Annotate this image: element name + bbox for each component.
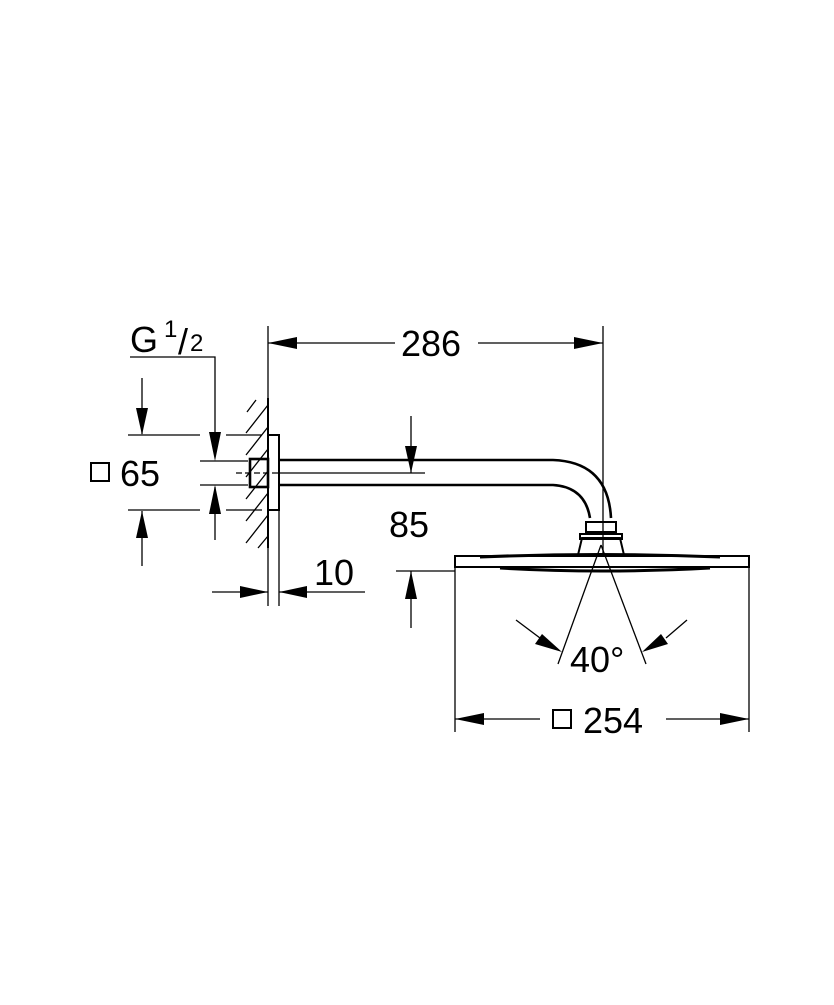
arrow-down-icon bbox=[405, 446, 417, 473]
thread-label-slash: / bbox=[178, 321, 188, 362]
flange-depth-value: 10 bbox=[314, 552, 354, 593]
drop-height-value: 85 bbox=[389, 504, 429, 545]
wall-flange bbox=[236, 434, 280, 511]
spray-angle-value: 40° bbox=[570, 639, 624, 680]
square-symbol-icon bbox=[90, 462, 110, 482]
flange-size-dimension: 65 bbox=[90, 378, 262, 566]
spray-angle-dimension: 40° bbox=[515, 544, 688, 680]
drop-height-dimension: 85 bbox=[389, 416, 455, 628]
arrow-down-icon bbox=[136, 408, 148, 435]
arm-length-dimension: 286 bbox=[268, 323, 604, 555]
thread-label-denominator: 2 bbox=[190, 330, 203, 357]
flange-depth-dimension: 10 bbox=[212, 510, 365, 606]
arm-length-value: 286 bbox=[401, 323, 461, 364]
arrow-left-icon bbox=[268, 337, 297, 349]
thread-label-letter: G bbox=[130, 319, 158, 360]
arrow-up-icon bbox=[209, 485, 221, 514]
shower-head bbox=[454, 553, 750, 732]
head-size-value: 254 bbox=[583, 700, 643, 741]
arrow-up-icon bbox=[136, 511, 148, 538]
head-size-dimension: 254 bbox=[455, 700, 749, 741]
arrow-down-icon bbox=[209, 432, 221, 461]
wall-section bbox=[245, 326, 269, 606]
arrow-icon bbox=[535, 634, 562, 652]
square-symbol-icon bbox=[552, 709, 572, 729]
arrow-left-icon bbox=[455, 713, 484, 725]
arrow-right-icon bbox=[720, 713, 749, 725]
arrow-right-icon bbox=[240, 586, 268, 598]
flange-size-value: 65 bbox=[120, 453, 160, 494]
arrow-left-icon bbox=[279, 586, 307, 598]
shower-arm bbox=[279, 458, 613, 519]
arm-connector bbox=[576, 521, 626, 556]
arrow-icon bbox=[642, 634, 668, 652]
thread-dimension: G 1 / 2 bbox=[130, 316, 221, 540]
arrow-right-icon bbox=[574, 337, 603, 349]
arrow-up-icon bbox=[405, 571, 417, 599]
thread-label-numerator: 1 bbox=[164, 316, 177, 343]
